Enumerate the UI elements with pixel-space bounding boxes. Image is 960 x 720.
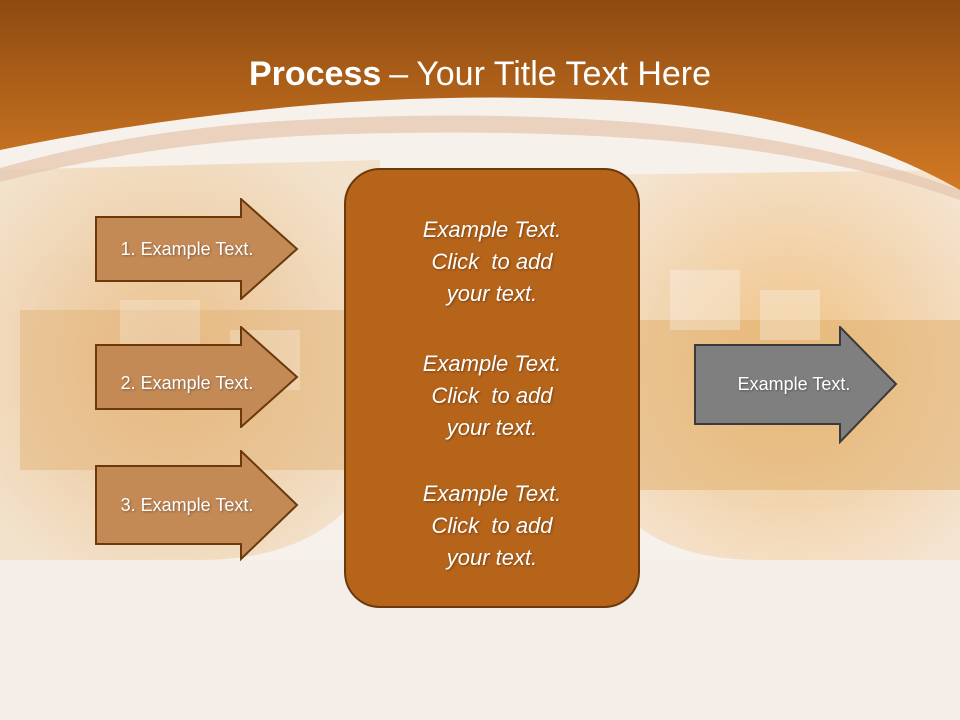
title-bold: Process	[248, 55, 382, 93]
output-arrow[interactable]: Example Text.	[694, 326, 898, 444]
step-arrow-2[interactable]: 2. Example Text.	[95, 326, 299, 428]
center-block-2-line-1: Example Text.	[422, 351, 562, 376]
step-3-label: 3. Example Text.	[120, 494, 254, 515]
step-1-label: 1. Example Text.	[120, 238, 254, 259]
center-block-3: Example Text. Click to add your text.	[346, 478, 638, 574]
step-arrow-3[interactable]: 3. Example Text.	[95, 450, 299, 564]
center-block-2: Example Text. Click to add your text.	[346, 348, 638, 444]
center-block-1: Example Text. Click to add your text.	[346, 214, 638, 310]
center-block-2-line-3: your text.	[446, 415, 538, 440]
center-block-1-line-3: your text.	[446, 281, 538, 306]
center-text-box[interactable]: Example Text. Click to add your text. Ex…	[344, 168, 640, 608]
title-dash: –	[389, 55, 409, 93]
output-label: Example Text.	[737, 373, 851, 394]
center-block-2-line-2: Click to add	[431, 383, 553, 408]
slide-title: Process–Your Title Text Here	[0, 50, 960, 98]
center-block-3-line-1: Example Text.	[422, 481, 562, 506]
center-block-3-line-2: Click to add	[431, 513, 553, 538]
center-block-3-line-3: your text.	[446, 545, 538, 570]
step-2-label: 2. Example Text.	[120, 372, 254, 393]
title-rest: Your Title Text Here	[416, 55, 712, 93]
center-block-1-line-1: Example Text.	[422, 217, 562, 242]
step-arrow-1[interactable]: 1. Example Text.	[95, 198, 299, 300]
center-block-1-line-2: Click to add	[431, 249, 553, 274]
